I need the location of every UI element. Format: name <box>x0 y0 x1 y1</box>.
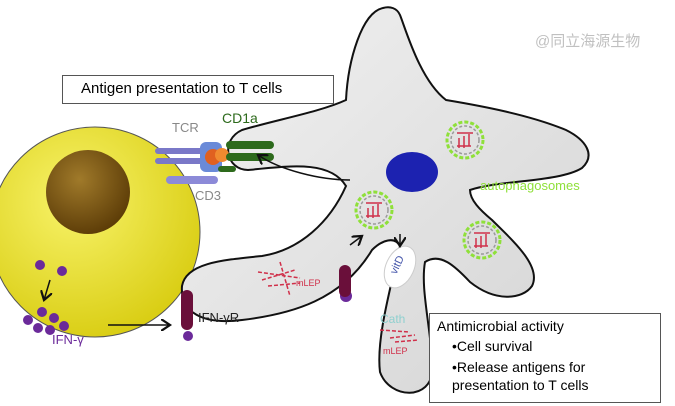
arrows <box>44 155 400 325</box>
antigen-presentation-label: Antigen presentation to T cells <box>81 80 283 97</box>
cd3-label: CD3 <box>195 188 222 203</box>
ifn-gamma-label: IFN-γ <box>52 332 84 347</box>
watermark: @同立海源生物 <box>535 33 641 50</box>
autophagosome <box>354 190 394 230</box>
dendritic-nucleus <box>386 152 438 192</box>
ifn-gamma-receptor <box>339 265 351 297</box>
outcome-item: •Cell survival <box>452 338 533 354</box>
vitd-molecule <box>383 245 417 289</box>
mlep-label: mLEP <box>383 346 408 356</box>
antimicrobial-activity-box: Antimicrobial activity •Cell survival •R… <box>429 313 661 403</box>
t-cell-nucleus <box>46 150 130 234</box>
cath-label: Cath <box>380 312 406 326</box>
ifn-gamma-receptor <box>181 290 193 330</box>
tcr-complex <box>155 141 274 184</box>
cd1a-label: CD1a <box>222 110 258 126</box>
dendritic-cell <box>180 6 590 394</box>
tcr-label: TCR <box>172 120 199 135</box>
outcome-item: •Release antigens for presentation to T … <box>452 359 589 393</box>
antigen-presentation-box: Antigen presentation to T cells <box>62 75 334 104</box>
ifn-gamma-r-label: IFN-γR <box>198 310 240 325</box>
mlep-fragments <box>257 261 419 343</box>
autophagosome <box>445 120 485 160</box>
autophagosome <box>462 220 502 260</box>
outcome-title: Antimicrobial activity <box>437 318 564 334</box>
autophagosomes-label: autophagosomes <box>480 178 580 193</box>
mlep-label: mLEP <box>296 278 321 288</box>
